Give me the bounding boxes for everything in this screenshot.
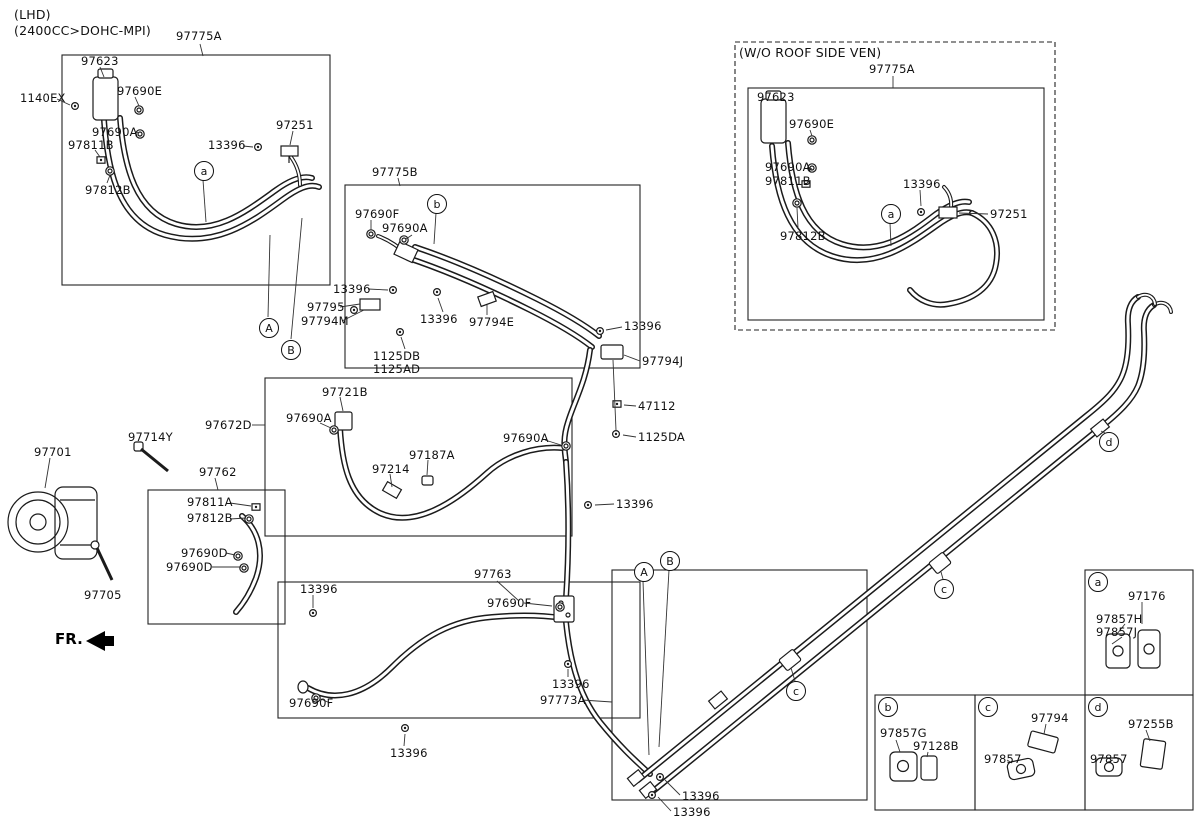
part-label-97176: 97176: [1128, 589, 1166, 603]
part-label-97690a-5: 97690A: [765, 160, 811, 174]
part-label-97214: 97214: [372, 462, 410, 476]
part-label-97714y: 97714Y: [128, 430, 173, 444]
part-label-1125da: 1125DA: [638, 430, 685, 444]
part-label-97794j: 97794J: [642, 354, 684, 368]
part-label-97763: 97763: [474, 567, 512, 581]
part-label-97857j: 97857J: [1096, 625, 1138, 639]
part-label-97812b-1: 97812B: [85, 183, 131, 197]
part-label-97762: 97762: [199, 465, 237, 479]
part-label-13396-7: 13396: [390, 746, 428, 760]
part-label-97811b-1: 97811B: [68, 138, 114, 152]
callout-c-2: c: [934, 579, 954, 599]
callout-b-1: b: [427, 194, 447, 214]
part-label-97690f-1: 97690F: [355, 207, 400, 221]
legend-c-clamp-icons: [1006, 730, 1059, 781]
part-label-97811b-2: 97811B: [765, 174, 811, 188]
part-label-13396-10: 13396: [682, 789, 720, 803]
part-label-97255b: 97255B: [1128, 717, 1174, 731]
callout-B-1: B: [281, 340, 301, 360]
engine-type-label: (2400CC>DOHC-MPI): [14, 23, 152, 38]
part-label-97690f-2: 97690F: [487, 596, 532, 610]
part-label-97701: 97701: [34, 445, 72, 459]
part-label-97690d-2: 97690D: [166, 560, 213, 574]
callout-c-1: c: [786, 681, 806, 701]
part-label-97672d: 97672D: [205, 418, 252, 432]
legend-d-clamp-icons: [1095, 738, 1167, 777]
assembly-boxes: [61, 41, 1194, 811]
callout-legend-c: c: [978, 697, 998, 717]
compressor-icon: [7, 486, 98, 560]
part-label-13396-2: 13396: [333, 282, 371, 296]
part-label-97623-2: 97623: [757, 90, 795, 104]
part-label-97812b-3: 97812B: [780, 229, 826, 243]
part-label-97857-legc: 97857: [984, 752, 1022, 766]
front-direction-label: FR.: [55, 630, 83, 648]
part-label-97690a-2: 97690A: [382, 221, 428, 235]
callout-legend-b: b: [878, 697, 898, 717]
part-label-97857-legd: 97857: [1090, 752, 1128, 766]
part-label-97773a: 97773A: [540, 693, 586, 707]
part-label-97857g: 97857G: [880, 726, 927, 740]
part-label-97690e-2: 97690E: [789, 117, 835, 131]
part-label-47112: 47112: [638, 399, 676, 413]
part-label-97811a: 97811A: [187, 495, 233, 509]
part-label-97128b: 97128B: [913, 739, 959, 753]
part-label-97690a-4: 97690A: [503, 431, 549, 445]
callout-B-2: B: [660, 551, 680, 571]
part-label-97690a-1: 97690A: [92, 125, 138, 139]
callout-a-2: a: [881, 204, 901, 224]
part-label-97794m: 97794M: [301, 314, 349, 328]
leader-lines: [44, 43, 1151, 812]
part-label-97623-1: 97623: [81, 54, 119, 68]
drive-type-label: (LHD): [14, 7, 51, 22]
bolt-97705-icon: [90, 540, 114, 581]
part-label-1125db: 1125DB: [373, 349, 421, 363]
part-label-97721b: 97721B: [322, 385, 368, 399]
part-label-97690e-1: 97690E: [117, 84, 163, 98]
callout-A-2: A: [634, 562, 654, 582]
part-label-13396-4: 13396: [624, 319, 662, 333]
part-label-97705: 97705: [84, 588, 122, 602]
front-arrow-icon: [86, 631, 114, 651]
bolt-97714y-icon: [133, 441, 169, 473]
part-label-13396-8: 13396: [552, 677, 590, 691]
receiver-drier-icon: [92, 68, 119, 121]
callout-d-1: d: [1099, 432, 1119, 452]
part-label-97690a-3: 97690A: [286, 411, 332, 425]
part-label-13396-9: 13396: [903, 177, 941, 191]
legend-b-clamp-icons: [889, 751, 938, 782]
callout-a-1: a: [194, 161, 214, 181]
part-label-13396-5: 13396: [616, 497, 654, 511]
part-label-97251-2: 97251: [990, 207, 1028, 221]
part-label-97775a-1: 97775A: [176, 29, 222, 43]
legend-a-clamp-icons: [1105, 629, 1161, 669]
part-label-97794e: 97794E: [469, 315, 515, 329]
part-label-97690d-1: 97690D: [181, 546, 228, 560]
variant-note-label: (W/O ROOF SIDE VEN): [739, 45, 882, 60]
part-label-97812b-2: 97812B: [187, 511, 233, 525]
part-label-1140ex: 1140EX: [20, 91, 66, 105]
part-label-97795: 97795: [307, 300, 345, 314]
part-label-97857h: 97857H: [1096, 612, 1143, 626]
part-label-13396-3: 13396: [420, 312, 458, 326]
part-label-13396-1: 13396: [208, 138, 246, 152]
pipes-and-hoses: [101, 115, 1173, 795]
callout-legend-d: d: [1088, 697, 1108, 717]
part-label-13396-6: 13396: [300, 582, 338, 596]
part-label-97775b: 97775B: [372, 165, 418, 179]
part-label-97775a-2: 97775A: [869, 62, 915, 76]
part-label-13396-11: 13396: [673, 805, 711, 819]
part-label-97187a: 97187A: [409, 448, 455, 462]
part-label-97251-1: 97251: [276, 118, 314, 132]
part-label-97794-leg: 97794: [1031, 711, 1069, 725]
part-label-1125ad: 1125AD: [373, 362, 421, 376]
component-glyphs: [7, 68, 1167, 800]
receiver-drier-icon-2: [760, 90, 787, 144]
callout-A-1: A: [259, 318, 279, 338]
callout-legend-a: a: [1088, 572, 1108, 592]
part-label-97690f-3: 97690F: [289, 696, 334, 710]
